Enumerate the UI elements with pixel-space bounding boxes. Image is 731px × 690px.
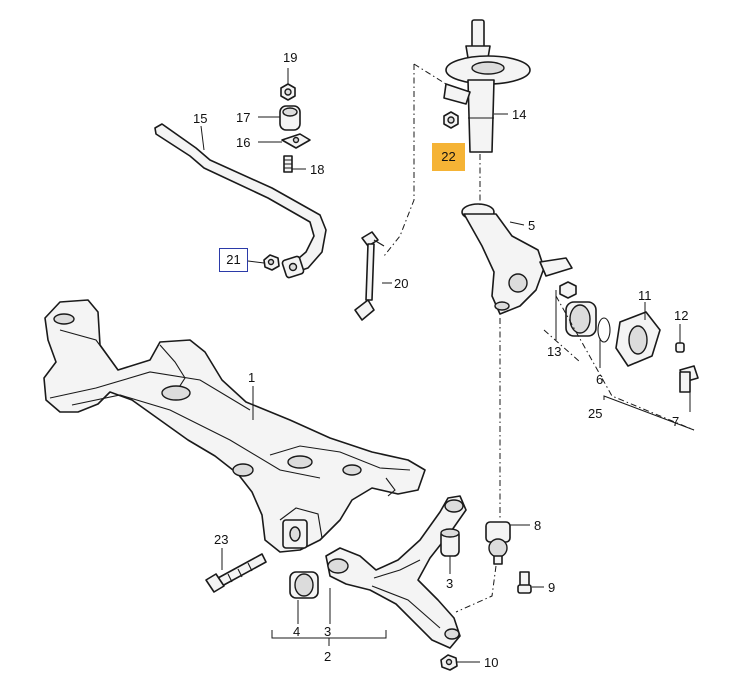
label-12: 12 <box>674 308 688 323</box>
label-15: 15 <box>193 111 207 126</box>
bush-4 <box>289 571 319 599</box>
bush-3-front <box>440 528 460 557</box>
label-1: 1 <box>248 370 255 385</box>
label-9: 9 <box>548 580 555 595</box>
bolt-9 <box>517 571 532 594</box>
subframe <box>43 299 426 553</box>
bushing-17 <box>279 105 301 131</box>
label-13: 13 <box>547 344 561 359</box>
highlight-label-21[interactable]: 21 <box>219 248 248 272</box>
nut-21 <box>263 254 280 271</box>
clamp-16 <box>281 133 311 149</box>
label-11: 11 <box>638 288 652 303</box>
label-3-rear: 3 <box>324 624 331 639</box>
label-25: 25 <box>588 406 602 421</box>
steering-knuckle <box>461 203 577 315</box>
label-23: 23 <box>214 532 228 547</box>
label-18: 18 <box>310 162 324 177</box>
label-3-front: 3 <box>446 576 453 591</box>
label-5: 5 <box>528 218 535 233</box>
nut-19 <box>280 83 296 101</box>
label-6: 6 <box>596 372 603 387</box>
highlight-label-22[interactable]: 22 <box>432 143 465 171</box>
coupling-rod <box>354 231 385 321</box>
bolt-23 <box>205 553 267 593</box>
label-8: 8 <box>534 518 541 533</box>
label-20: 20 <box>394 276 408 291</box>
label-16: 16 <box>236 135 250 150</box>
label-19: 19 <box>283 50 297 65</box>
strut-assembly <box>443 19 531 153</box>
label-17: 17 <box>236 110 250 125</box>
nut-22 <box>443 111 459 129</box>
label-7: 7 <box>672 414 679 429</box>
nut-10 <box>440 654 458 671</box>
control-arm <box>325 495 467 649</box>
label-2: 2 <box>324 649 331 664</box>
label-4: 4 <box>293 624 300 639</box>
label-14: 14 <box>512 107 526 122</box>
stabilizer-bar <box>154 123 327 279</box>
label-10: 10 <box>484 655 498 670</box>
bolt-7 <box>679 371 691 393</box>
ball-joint <box>485 521 511 565</box>
bolt-18 <box>283 155 293 173</box>
